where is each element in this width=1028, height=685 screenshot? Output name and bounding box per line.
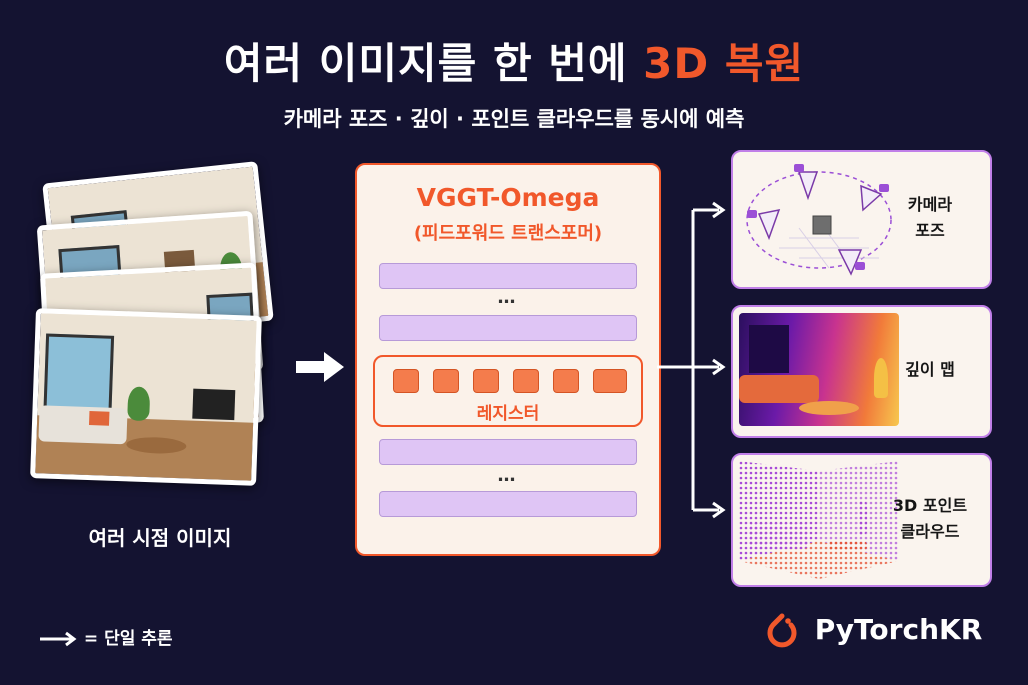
- model-box: VGGT-Omega (피드포워드 트랜스포머) … 레지스터 …: [355, 163, 661, 556]
- page-title: 여러 이미지를 한 번에 3D 복원: [0, 30, 1028, 91]
- register-box: 레지스터: [373, 355, 643, 427]
- register-token: [593, 369, 627, 393]
- input-images-label: 여러 시점 이미지: [88, 526, 232, 550]
- transformer-layer: [379, 491, 637, 517]
- output-point-cloud: 3D 포인트 클라우드: [731, 453, 992, 587]
- depth-map-label: 깊이 맵: [905, 360, 955, 379]
- ellipsis: …: [497, 465, 519, 486]
- register-token: [553, 369, 579, 393]
- page-subtitle: 카메라 포즈 · 깊이 · 포인트 클라우드를 동시에 예측: [283, 107, 745, 131]
- transformer-layer: [379, 439, 637, 465]
- register-token: [393, 369, 419, 393]
- model-name: VGGT-Omega: [416, 183, 600, 212]
- arrow-right-icon: [296, 352, 344, 382]
- brand: PyTorchKR: [765, 612, 982, 650]
- camera-pose-illustration: [746, 164, 892, 276]
- register-label: 레지스터: [476, 404, 540, 424]
- brand-name: PyTorchKR: [814, 613, 983, 646]
- title-accent: 3D 복원: [643, 39, 805, 88]
- transformer-layer: [379, 263, 637, 289]
- title-main: 여러 이미지를 한 번에: [223, 39, 628, 88]
- legend-text: = 단일 추론: [83, 629, 173, 649]
- register-token: [473, 369, 499, 393]
- register-token: [433, 369, 459, 393]
- branch-arrows: [657, 201, 726, 519]
- register-token: [513, 369, 539, 393]
- model-subtitle: (피드포워드 트랜스포머): [413, 223, 603, 244]
- output-depth-map: 깊이 맵: [731, 305, 992, 438]
- input-photo-4: [30, 308, 262, 486]
- depth-map-image: [739, 313, 899, 426]
- output-camera-pose: 카메라 포즈: [731, 150, 992, 289]
- point-cloud-illustration: [739, 461, 899, 579]
- legend: = 단일 추론: [40, 624, 173, 649]
- arrow-right-icon: [40, 631, 77, 647]
- ellipsis: …: [497, 287, 519, 308]
- transformer-layer: [379, 315, 637, 341]
- pytorch-logo-icon: [767, 613, 797, 648]
- point-cloud-label: 3D 포인트 클라우드: [892, 496, 968, 541]
- camera-pose-label: 카메라 포즈: [907, 195, 953, 240]
